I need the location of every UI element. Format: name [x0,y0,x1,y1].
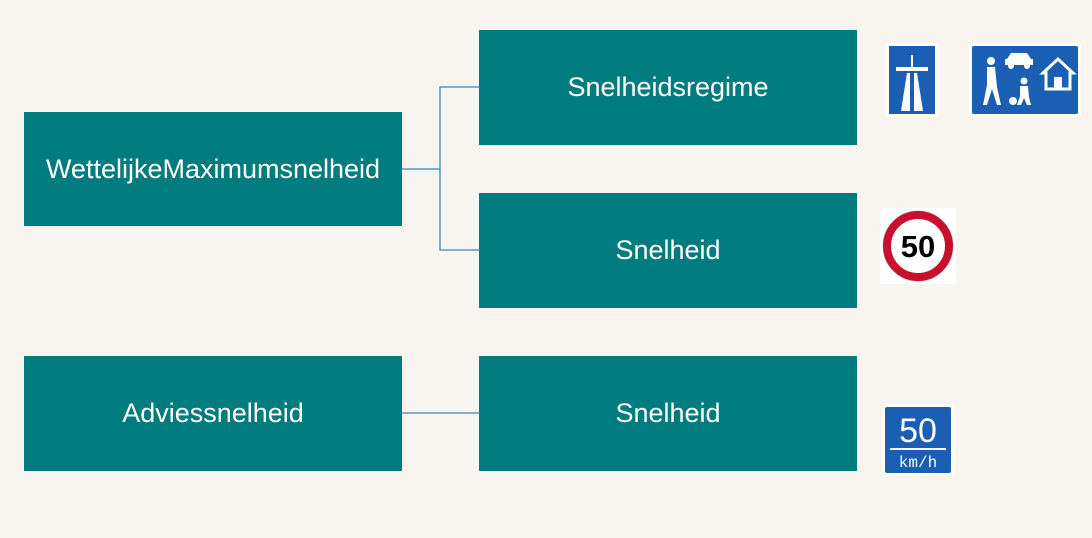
speed-limit-value: 50 [901,229,935,264]
advisory-speed-sign-icon: 50 km/h [882,404,954,476]
speed-limit-sign-icon: 50 [880,208,956,284]
motorway-sign-icon [886,43,938,117]
node-label: Snelheidsregime [567,72,769,102]
node-label: WettelijkeMaximumsnelheid [45,153,381,184]
woonerf-sign-icon [969,43,1081,117]
advisory-unit: km/h [899,454,937,472]
node-snelheid: Snelheid [479,193,857,308]
node-label: Adviessnelheid [122,398,304,428]
node-snelheid-advies: Snelheid [479,356,857,471]
node-label: Snelheid [615,398,721,428]
connector-wettelijke-to-snelheid [439,169,479,251]
node-snelheidsregime: Snelheidsregime [479,30,857,145]
connector-wettelijke-to-regime [402,86,479,170]
node-adviessnelheid: Adviessnelheid [24,356,402,471]
node-label: Snelheid [615,235,721,265]
advisory-value: 50 [899,412,937,450]
node-wettelijke-maximumsnelheid: WettelijkeMaximumsnelheid [24,112,402,226]
